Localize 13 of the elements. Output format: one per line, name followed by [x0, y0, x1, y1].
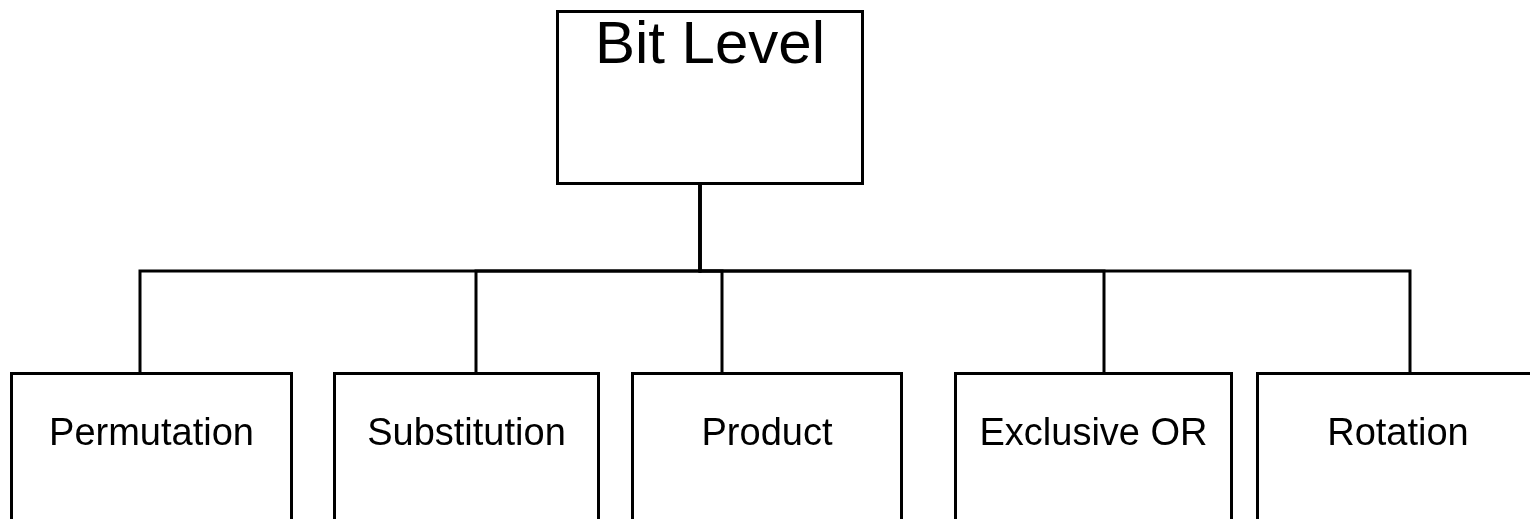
node-label: Bit Level	[594, 13, 826, 73]
process-box	[954, 372, 1233, 519]
process-box	[556, 10, 864, 185]
process-box	[10, 372, 293, 519]
node-label: Substitution	[367, 413, 566, 451]
connector-line	[698, 185, 1412, 372]
node-label: Rotation	[1327, 413, 1469, 451]
process-box	[1256, 372, 1530, 519]
node-label: Product	[701, 413, 833, 451]
process-box	[333, 372, 600, 519]
node-label: Exclusive OR	[979, 413, 1208, 451]
node-label: Permutation	[49, 413, 254, 451]
process-box	[631, 372, 903, 519]
